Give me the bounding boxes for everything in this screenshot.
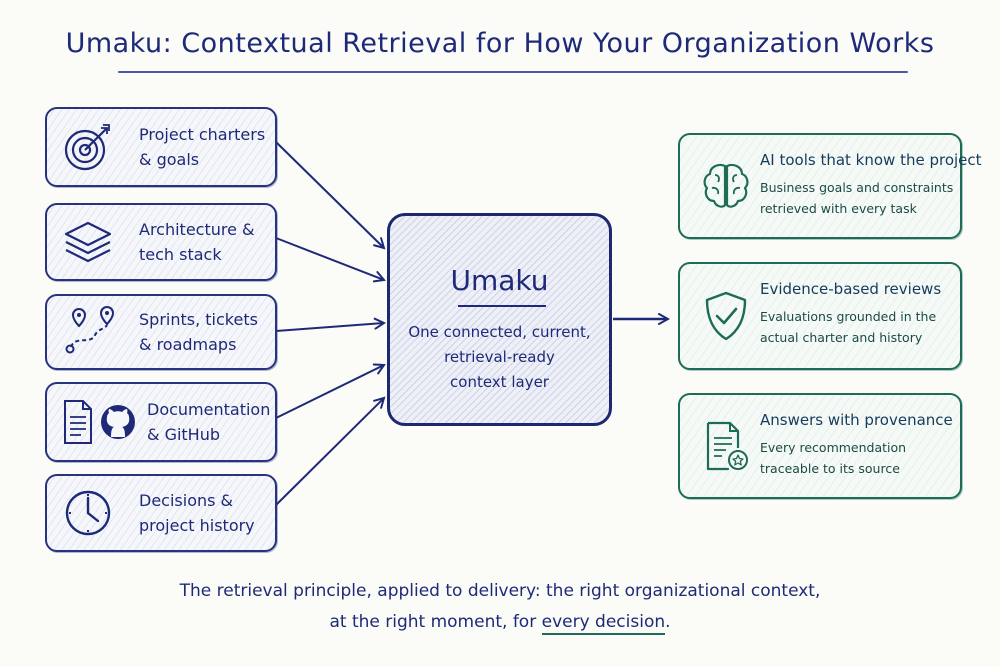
document-github-icon <box>61 395 137 449</box>
source-box-charters: Project charters & goals <box>45 107 277 187</box>
output-desc-line1: Every recommendation <box>760 440 907 455</box>
brain-icon <box>698 158 754 214</box>
source-box-decisions: Decisions & project history <box>45 474 277 552</box>
footer-line2-suffix: . <box>665 612 671 632</box>
source-label-line1: Decisions & <box>139 491 234 510</box>
output-box-ai-tools: AI tools that know the project Business … <box>678 133 982 239</box>
layers-icon <box>61 215 115 269</box>
arrow-docs-to-hub <box>275 365 384 419</box>
output-desc-line2: retrieved with every task <box>760 201 917 216</box>
source-label-line2: & GitHub <box>147 425 221 444</box>
output-box-reviews: Evidence-based reviews Evaluations groun… <box>678 262 962 370</box>
certified-document-icon <box>698 418 754 474</box>
output-desc-line2: actual charter and history <box>760 330 923 345</box>
footer-line1: The retrieval principle, applied to deli… <box>179 581 821 601</box>
target-icon <box>61 120 115 174</box>
hub-description-line3: context layer <box>450 373 549 391</box>
output-heading: Answers with provenance <box>760 411 953 429</box>
hub-description-line1: One connected, current, <box>408 323 591 341</box>
title-underline <box>118 71 908 73</box>
map-pins-icon <box>61 305 115 359</box>
output-desc-line1: Evaluations grounded in the <box>760 309 937 324</box>
footer-line2-prefix: at the right moment, for <box>329 612 542 632</box>
arrow-decisions-to-hub <box>275 398 384 506</box>
diagram-title: Umaku: Contextual Retrieval for How Your… <box>65 28 935 59</box>
source-label-line1: Documentation <box>147 400 271 419</box>
arrow-architecture-to-hub <box>275 237 384 280</box>
shield-check-icon <box>698 288 754 344</box>
source-label-line2: project history <box>139 516 255 535</box>
source-box-documentation: Documentation & GitHub <box>45 382 277 462</box>
umaku-hub-box: Umaku One connected, current, retrieval-… <box>387 213 612 426</box>
source-label-line1: Sprints, tickets <box>139 310 258 329</box>
clock-icon <box>61 486 115 540</box>
output-desc-line2: traceable to its source <box>760 461 900 476</box>
output-heading: AI tools that know the project <box>760 151 982 169</box>
hub-title: Umaku <box>450 264 549 297</box>
hub-title-underline <box>458 305 546 307</box>
output-desc-line1: Business goals and constraints <box>760 180 954 195</box>
hub-description: One connected, current, retrieval-ready … <box>390 320 609 395</box>
source-label-line2: & goals <box>139 150 200 169</box>
arrow-sprints-to-hub <box>275 323 384 332</box>
output-heading: Evidence-based reviews <box>760 280 942 298</box>
footer-highlight: every decision <box>541 612 666 635</box>
source-label-line1: Project charters <box>139 125 266 144</box>
source-label-line1: Architecture & <box>139 220 255 239</box>
source-box-sprints: Sprints, tickets & roadmaps <box>45 294 277 370</box>
output-box-provenance: Answers with provenance Every recommenda… <box>678 393 962 499</box>
source-box-architecture: Architecture & tech stack <box>45 203 277 281</box>
footer-caption: The retrieval principle, applied to deli… <box>0 576 1000 638</box>
source-label-line2: tech stack <box>139 245 222 264</box>
source-label-line2: & roadmaps <box>139 335 237 354</box>
hub-description-line2: retrieval-ready <box>444 348 555 366</box>
arrow-charters-to-hub <box>275 141 384 248</box>
